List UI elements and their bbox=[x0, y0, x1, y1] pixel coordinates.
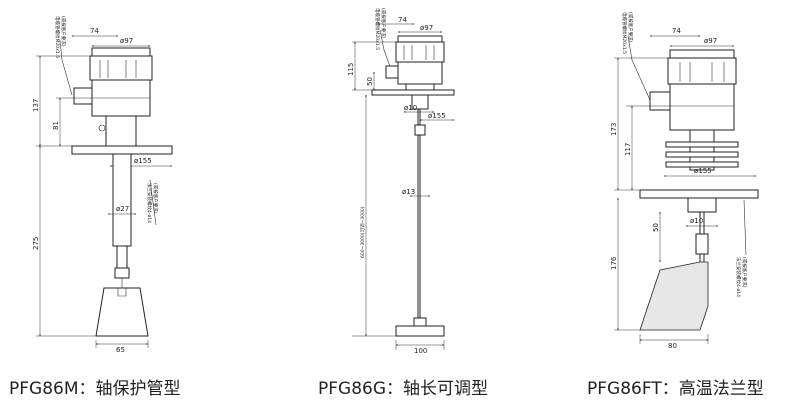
pfg86ft-dim-97: ø97 bbox=[704, 37, 717, 45]
pfg86ft-dim-10: ø10 bbox=[690, 217, 703, 225]
pfg86g-dim-length: 600~3000(可调~3000) bbox=[359, 206, 366, 258]
pfg86g-paddle bbox=[395, 325, 445, 337]
pfg86g-dim-115: 115 bbox=[347, 63, 355, 76]
drawing-pfg86m: 电缆管螺纹M20x1.5 (或按客户要求) 74 ø97 ø155 ø27 法兰… bbox=[32, 16, 173, 354]
pfg86ft-fin-1 bbox=[665, 141, 739, 148]
pfg86g-paddle-hub bbox=[413, 317, 427, 327]
pfg86ft-body bbox=[669, 83, 735, 131]
pfg86ft-dim-173: 173 bbox=[610, 123, 618, 136]
pfg86g-dim-100: 100 bbox=[414, 347, 427, 355]
pfg86ft-dim-117: 117 bbox=[624, 143, 632, 156]
pfg86g-neck bbox=[405, 83, 435, 91]
pfg86m-dim-275: 275 bbox=[32, 237, 40, 250]
pfg86ft-fin-3 bbox=[665, 161, 739, 168]
pfg86m-flange bbox=[71, 145, 173, 155]
pfg86m-cable-note: 电缆管螺纹M20x1.5 bbox=[54, 16, 61, 58]
pfg86m-cover bbox=[89, 55, 153, 81]
pfg86ft-cable-note: 电缆管螺纹M20x1.5 bbox=[621, 12, 628, 54]
pfg86g-dim-13: ø13 bbox=[402, 188, 415, 196]
pfg86m-dim-137: 137 bbox=[32, 99, 40, 112]
pfg86g-dim-10: ø10 bbox=[404, 104, 417, 112]
pfg86m-cap bbox=[91, 47, 151, 57]
pfg86m-dim-65: 65 bbox=[116, 346, 125, 354]
pfg86ft-dim-74: 74 bbox=[672, 27, 681, 35]
pfg86g-clamp bbox=[414, 124, 426, 136]
pfg86ft-thread-note: 法兰安装螺纹4-ø14 bbox=[735, 257, 742, 297]
pfg86m-dim-74: 74 bbox=[90, 27, 99, 35]
pfg86g-dim-155: ø155 bbox=[428, 112, 446, 120]
pfg86ft-cover bbox=[667, 57, 737, 85]
pfg86m-dim-81: 81 bbox=[52, 121, 60, 130]
drawing-pfg86g: 电缆管螺纹M20x1.5 (或按客户要求) 74 ø97 ø10 ø155 ø1… bbox=[347, 8, 455, 355]
pfg86m-thread-note-2: (或按客户要求) bbox=[152, 183, 159, 214]
pfg86ft-dim-155: ø155 bbox=[694, 167, 712, 175]
pfg86g-dim-50: 50 bbox=[366, 77, 374, 86]
pfg86ft-dim-50: 50 bbox=[652, 223, 660, 232]
pfg86m-dim-27: ø27 bbox=[116, 205, 129, 213]
pfg86m-dim-155: ø155 bbox=[134, 157, 152, 165]
caption-pfg86g: PFG86G：轴长可调型 bbox=[318, 379, 489, 399]
pfg86m-shaft bbox=[116, 245, 128, 271]
pfg86m-neck bbox=[105, 115, 137, 147]
pfg86ft-coupler bbox=[687, 197, 717, 213]
pfg86g-cable-note: 电缆管螺纹M20x1.5 bbox=[374, 8, 381, 50]
pfg86ft-fin-2 bbox=[665, 151, 739, 158]
pfg86m-paddle bbox=[95, 287, 149, 337]
pfg86ft-cap bbox=[669, 49, 735, 59]
pfg86ft-paddle bbox=[639, 261, 709, 331]
pfg86g-dim-97: ø97 bbox=[420, 24, 433, 32]
pfg86m-coupler bbox=[114, 267, 130, 279]
caption-pfg86m: PFG86M：轴保护管型 bbox=[9, 379, 181, 399]
pfg86ft-cable-note-2: (或按客户要求) bbox=[627, 12, 634, 43]
pfg86g-body bbox=[397, 61, 443, 85]
pfg86m-dim-97: ø97 bbox=[120, 37, 133, 45]
pfg86g-cable-gland bbox=[385, 65, 399, 79]
pfg86m-protect-tube bbox=[112, 153, 132, 247]
pfg86m-cable-note-2: (或按客户要求) bbox=[60, 16, 67, 47]
pfg86ft-thread-note-2: (或按客户要求) bbox=[741, 257, 748, 288]
pfg86ft-flange bbox=[639, 189, 759, 199]
pfg86ft-dim-176: 176 bbox=[610, 256, 618, 270]
pfg86ft-cable-gland bbox=[649, 91, 671, 111]
pfg86ft-dim-80: 80 bbox=[668, 342, 677, 350]
pfg86g-flange bbox=[371, 89, 455, 96]
pfg86g-dim-74: 74 bbox=[398, 16, 407, 24]
drawing-pfg86ft: 电缆管螺纹M20x1.5 (或按客户要求) 74 ø97 ø155 ø10 法兰… bbox=[610, 12, 759, 350]
pfg86m-cable-gland bbox=[73, 87, 93, 105]
pfg86g-cap bbox=[397, 35, 443, 43]
pfg86g-cover bbox=[395, 41, 445, 63]
pfg86m-thread-note: 法兰安装螺纹4-ø14 bbox=[146, 183, 153, 223]
pfg86ft-shaft-coupler bbox=[695, 233, 709, 255]
caption-pfg86ft: PFG86FT：高温法兰型 bbox=[587, 379, 764, 399]
